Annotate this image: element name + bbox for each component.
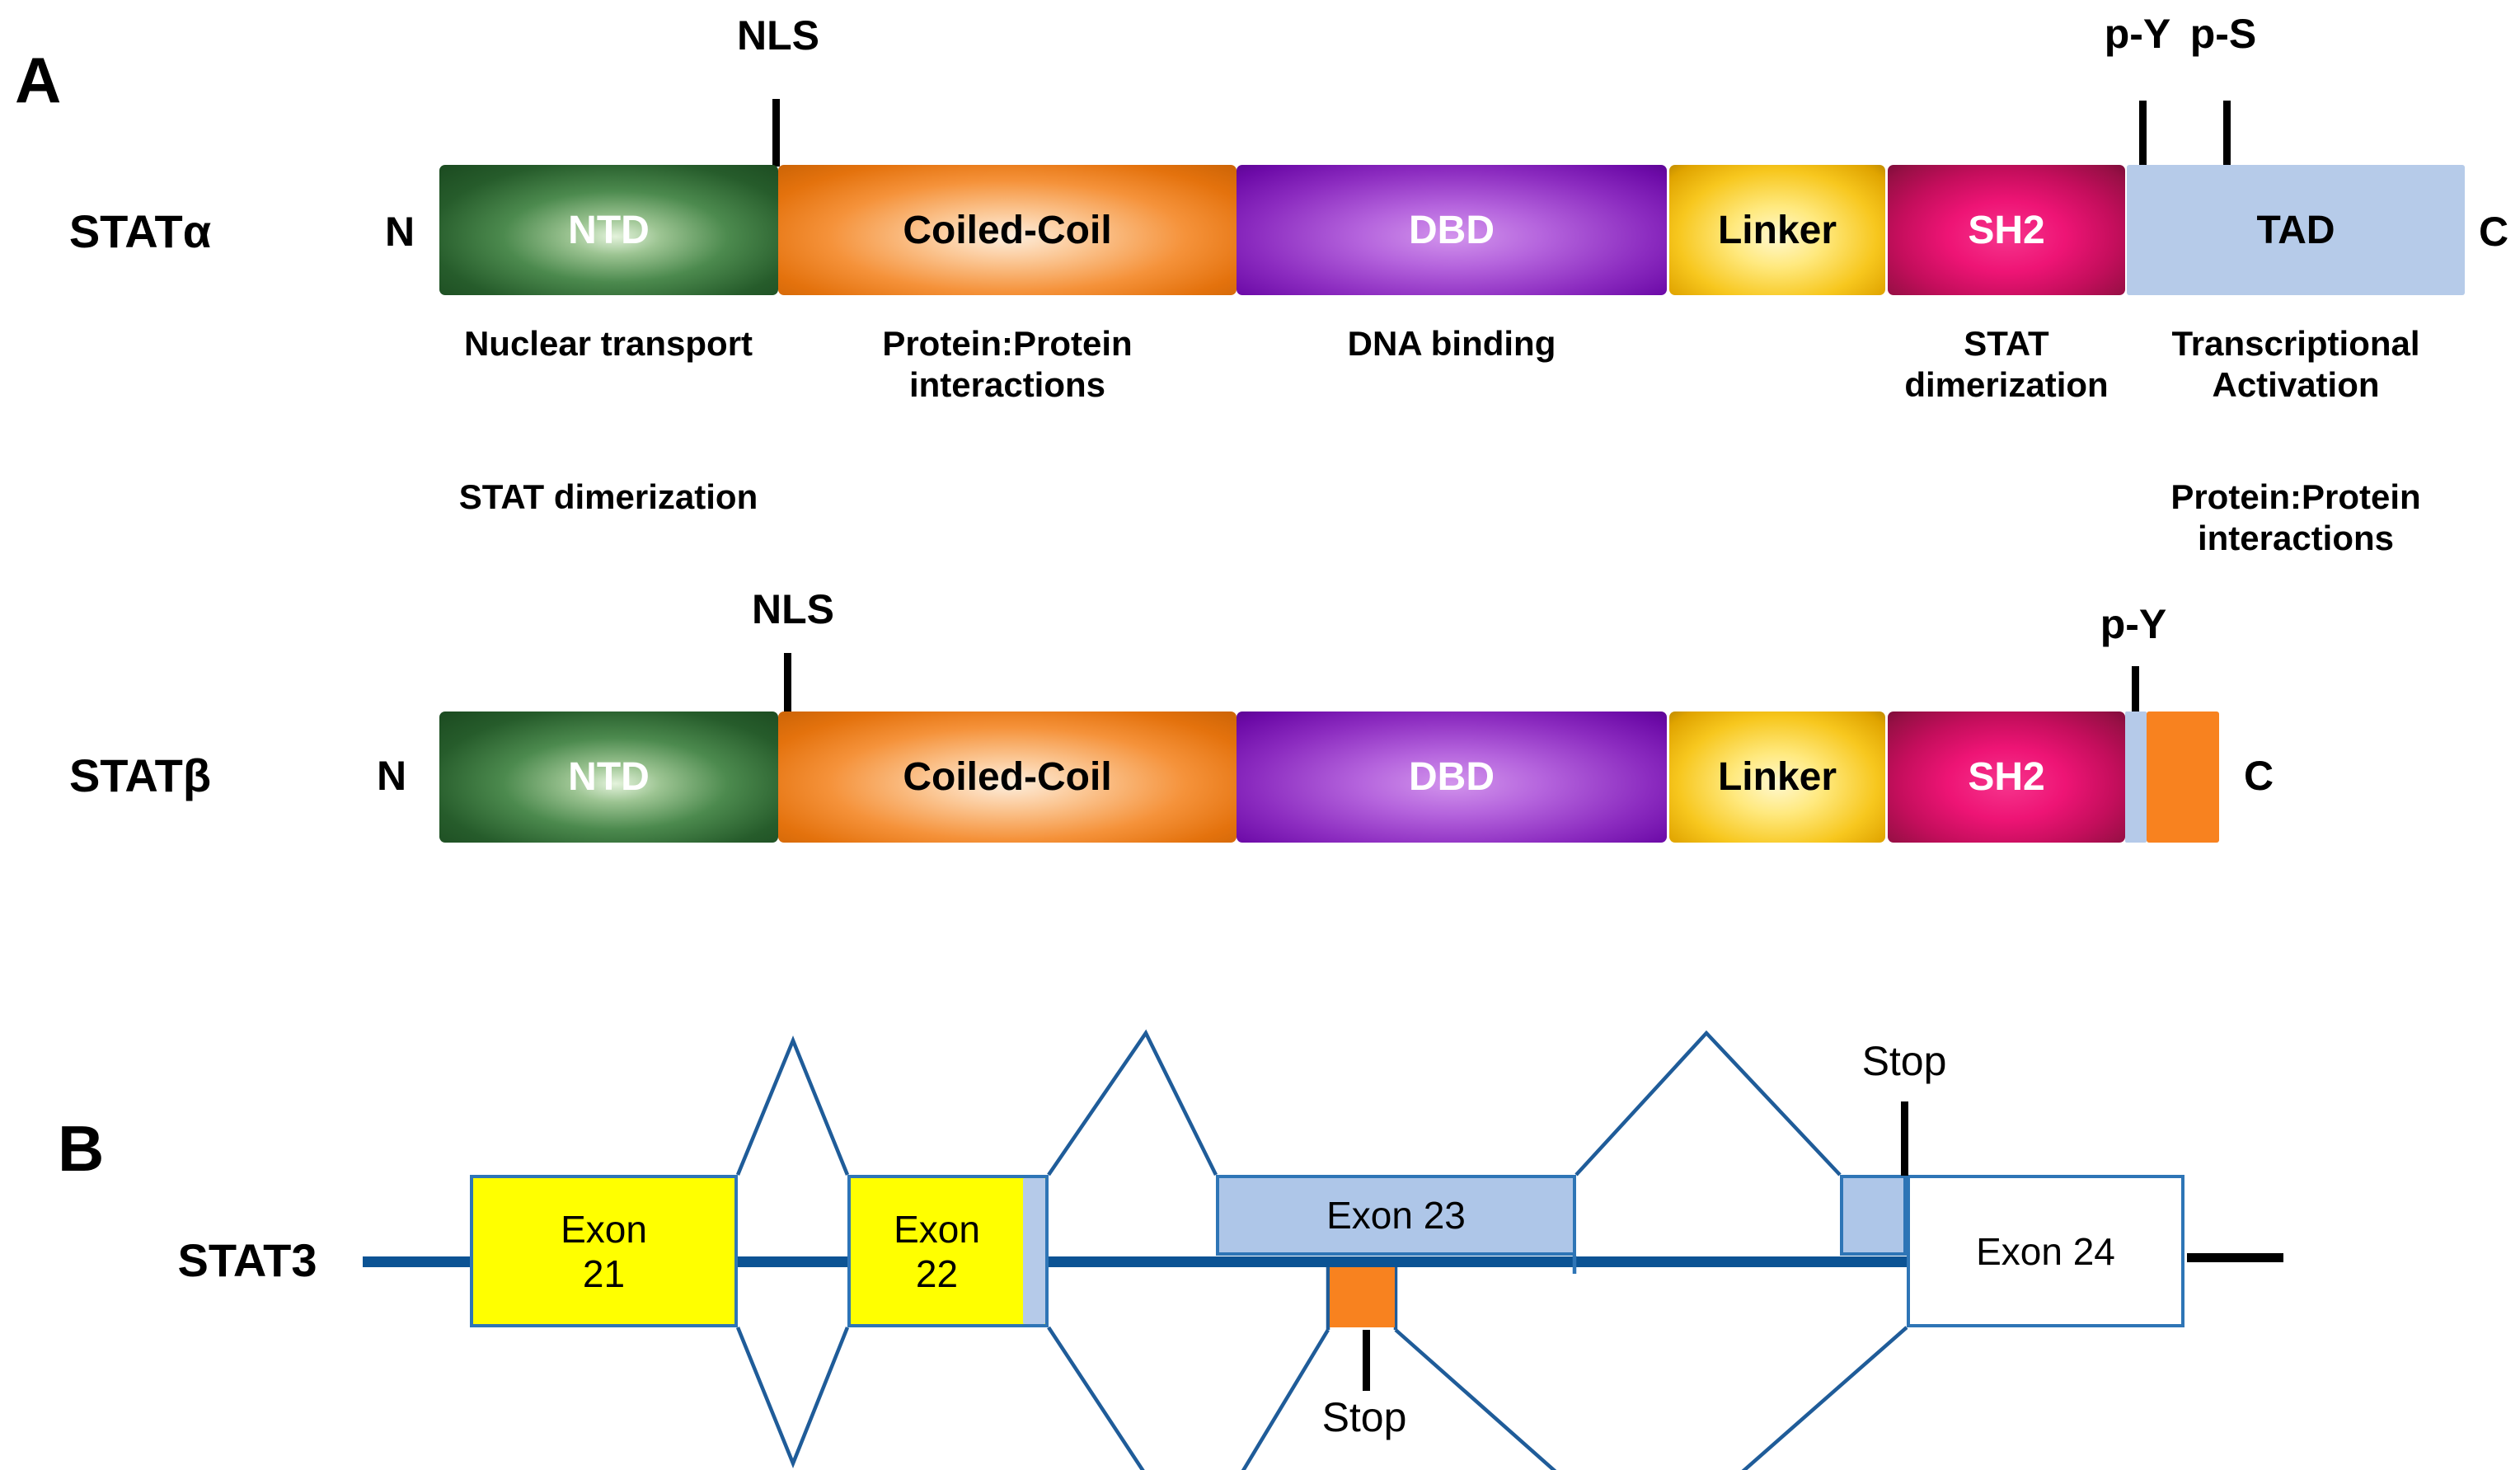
stat-alpha-c-terminus: C [2478, 209, 2509, 255]
function-transcriptional-activation: Transcriptional Activation [2171, 324, 2420, 404]
panel-a-label: A [15, 44, 62, 116]
domain-sh2-beta: SH2 [1888, 712, 2125, 843]
domain-dbd-beta: DBD [1237, 712, 1667, 843]
stop-tick-upper [1901, 1101, 1908, 1176]
domain-ntd-alpha: NTD [439, 165, 778, 295]
stop-tick-lower [1363, 1330, 1370, 1391]
exon-24-box: Exon 24 [1907, 1175, 2184, 1327]
domain-ntd-beta: NTD [439, 712, 778, 843]
exon-21-label: Exon 21 [561, 1207, 647, 1295]
nls-tick-beta [784, 653, 791, 712]
stat-beta-name: STATβ [68, 749, 212, 801]
exon-24-label: Exon 24 [1976, 1229, 2115, 1273]
domain-sh2-alpha: SH2 [1888, 165, 2125, 295]
nls-label-alpha: NLS [737, 12, 819, 59]
exon-24-retained-segment [1840, 1175, 1907, 1256]
three-prime-end-line [2187, 1253, 2283, 1262]
beta-py-sliver [2125, 712, 2147, 843]
stat-alpha-n-terminus: N [384, 209, 415, 255]
function-protein-interactions-cc: Protein:Protein interactions [882, 324, 1133, 404]
panel-b-label: B [58, 1112, 105, 1185]
beta-tail-segment [2147, 712, 2219, 843]
ps-tick-alpha [2223, 101, 2231, 167]
exon-22-label: Exon 22 [894, 1207, 980, 1295]
exon-23-label: Exon 23 [1326, 1194, 1466, 1237]
stat-beta-c-terminus: C [2243, 753, 2274, 799]
py-label-alpha: p-Y [2104, 11, 2171, 57]
function-nuclear-transport: Nuclear transport [463, 324, 753, 363]
domain-coiled-coil-alpha: Coiled-Coil [778, 165, 1237, 295]
py-tick-alpha [2139, 101, 2147, 167]
domain-linker-beta: Linker [1669, 712, 1885, 843]
stat-beta-n-terminus: N [376, 753, 407, 799]
function-dna-binding: DNA binding [1347, 324, 1556, 363]
domain-linker-alpha: Linker [1669, 165, 1885, 295]
exon-23-box: Exon 23 [1216, 1175, 1576, 1256]
nls-tick-alpha [772, 99, 780, 167]
stop-label-upper: Stop [1861, 1038, 1947, 1084]
stop-label-lower: Stop [1321, 1394, 1407, 1440]
beta-stop-cassette [1330, 1267, 1395, 1327]
py-label-beta: p-Y [2100, 601, 2167, 647]
exon-22-box: Exon 22 [847, 1175, 1049, 1327]
function-protein-interactions-tad: Protein:Protein interactions [2170, 477, 2421, 557]
function-stat-dimerization-sh2: STAT dimerization [1904, 324, 2109, 404]
backbone-line [363, 1256, 1907, 1267]
stat3-gene-name: STAT3 [177, 1234, 317, 1286]
ps-label-alpha: p-S [2189, 11, 2257, 57]
nls-label-beta: NLS [752, 586, 834, 632]
function-stat-dimerization-ntd: STAT dimerization [458, 477, 758, 516]
py-tick-beta [2132, 666, 2139, 712]
stat-alpha-name: STATα [68, 205, 212, 257]
domain-coiled-coil-beta: Coiled-Coil [778, 712, 1237, 843]
exon-22-sliver [1023, 1178, 1045, 1324]
domain-dbd-alpha: DBD [1237, 165, 1667, 295]
exon-21-box: Exon 21 [470, 1175, 738, 1327]
domain-tad-alpha: TAD [2127, 165, 2465, 295]
